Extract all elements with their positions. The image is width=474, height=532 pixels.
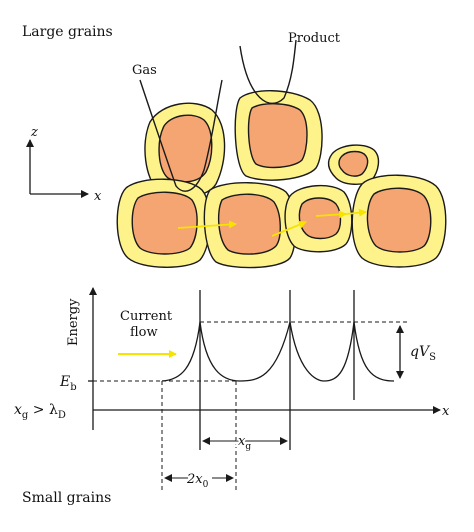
small-grains-label: Small grains xyxy=(22,490,111,506)
grain-bottom-middle xyxy=(203,182,297,269)
gas-product-paths xyxy=(139,39,297,192)
xg-dimension-label: xg xyxy=(238,434,251,452)
grains xyxy=(116,90,447,269)
qvs-label: qVS xyxy=(410,344,436,363)
current-flow-label-line1: Current xyxy=(120,309,173,324)
xg-condition-label: xg > λD xyxy=(14,402,66,421)
eb-label: Eb xyxy=(59,374,77,393)
grain-bottom-left xyxy=(116,178,211,268)
grain-bottom-right xyxy=(351,174,447,268)
gas-label: Gas xyxy=(132,63,157,78)
energy-diagram: x Energy qVS Eb Current flow xyxy=(14,287,450,492)
zx-axes: z x xyxy=(26,125,102,204)
product-label: Product xyxy=(288,31,341,46)
grain-small-top-right xyxy=(327,144,380,185)
large-grains-label: Large grains xyxy=(22,24,113,40)
z-axis-label: z xyxy=(30,125,38,140)
current-flow-label-line2: flow xyxy=(130,325,158,340)
energy-x-axis-label: x xyxy=(442,404,450,419)
grain-top-left xyxy=(144,102,226,198)
two-x0-label: 2x0 xyxy=(186,472,209,490)
grain-bottom-small xyxy=(284,185,353,253)
grain-flow-arrows xyxy=(177,208,367,237)
x-axis-label: x xyxy=(94,189,102,204)
grain-top-middle xyxy=(234,90,323,181)
energy-axis-label: Energy xyxy=(66,298,81,346)
